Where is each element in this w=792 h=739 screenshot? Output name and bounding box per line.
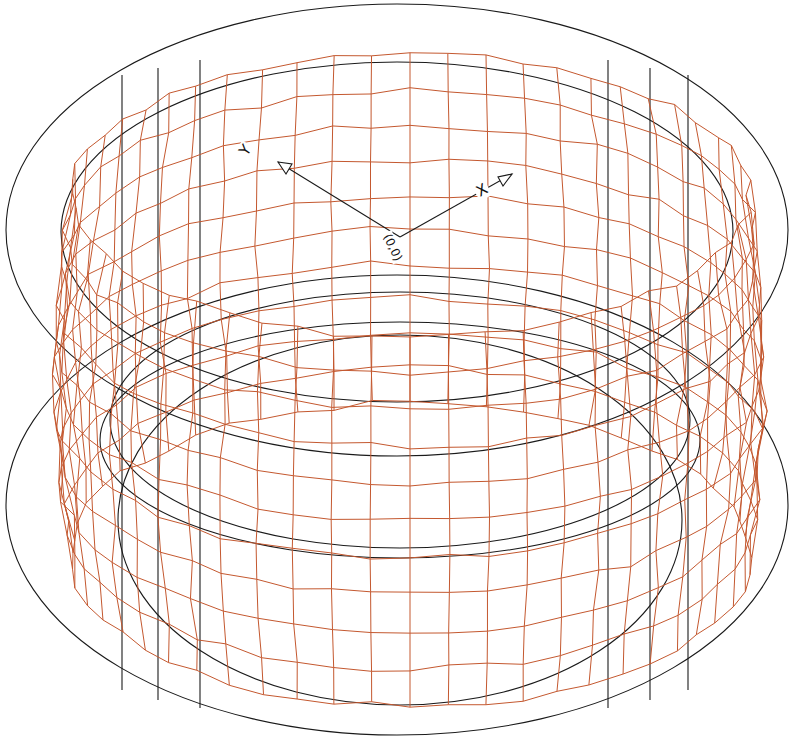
mesh-line <box>88 135 105 486</box>
mesh-line <box>62 88 755 375</box>
deformed-mesh <box>52 53 767 707</box>
axis-label: Y <box>235 140 256 160</box>
mesh-line <box>61 125 757 409</box>
mesh-line <box>158 295 169 662</box>
mesh-line <box>410 53 411 402</box>
mesh-line <box>738 225 756 592</box>
x-axis <box>400 174 512 237</box>
mesh-line <box>649 291 663 664</box>
mesh-line <box>621 306 631 674</box>
bottom-inner-ellipse <box>118 335 682 705</box>
mesh-line <box>675 104 689 459</box>
mesh-line <box>523 64 528 412</box>
mesh-line <box>59 333 760 633</box>
mesh-line <box>746 195 767 557</box>
bottom-outer-ellipse <box>6 275 788 735</box>
mesh-line <box>677 286 690 651</box>
vertical-line <box>199 60 200 708</box>
vertical-line <box>649 68 650 700</box>
mesh-line <box>54 179 74 540</box>
mesh-line <box>448 334 450 704</box>
axis-label: X <box>472 179 493 200</box>
y-axis <box>278 162 400 237</box>
mesh-line <box>589 313 600 685</box>
mesh-line <box>159 93 169 451</box>
mesh-line <box>523 331 527 702</box>
mesh-line <box>448 53 450 403</box>
mesh-line <box>731 242 746 606</box>
mesh-line <box>292 326 298 699</box>
top-outer-ellipse <box>6 4 788 456</box>
mesh-line <box>648 99 662 451</box>
middle-ellipse <box>100 322 700 558</box>
y-arrowhead <box>278 162 292 174</box>
mesh-line <box>331 336 334 704</box>
axes <box>278 162 512 237</box>
mesh-line <box>220 313 230 685</box>
vertical-line <box>157 68 158 700</box>
mesh-line <box>132 110 146 463</box>
mesh-line <box>486 55 489 407</box>
mesh-line <box>56 208 76 569</box>
mesh-line <box>187 86 195 435</box>
mesh-line <box>696 271 710 635</box>
middle-ellipse <box>110 292 690 548</box>
vertical-line <box>121 75 122 690</box>
mesh-line <box>713 138 730 488</box>
mesh-line <box>331 56 334 411</box>
mesh-line <box>620 87 632 438</box>
mesh-line <box>370 56 372 401</box>
mesh-line <box>220 75 229 423</box>
mesh-line <box>255 70 263 420</box>
mesh-line <box>695 123 711 474</box>
mesh-line <box>292 63 298 412</box>
mesh-line <box>715 253 731 623</box>
mesh-line <box>109 119 123 471</box>
mesh-line <box>60 295 762 593</box>
mesh-line <box>109 271 123 632</box>
vertical-line <box>687 75 688 690</box>
mesh-line <box>73 149 88 503</box>
mesh-line <box>589 78 599 425</box>
mesh-line <box>557 68 565 419</box>
origin-label: (0,0) <box>379 231 405 266</box>
mesh-line <box>256 323 263 695</box>
flange-outlines <box>6 4 788 735</box>
x-arrowhead <box>498 174 512 186</box>
mesh-line <box>64 164 78 524</box>
mesh-line <box>745 180 762 536</box>
mesh-line <box>131 283 145 650</box>
